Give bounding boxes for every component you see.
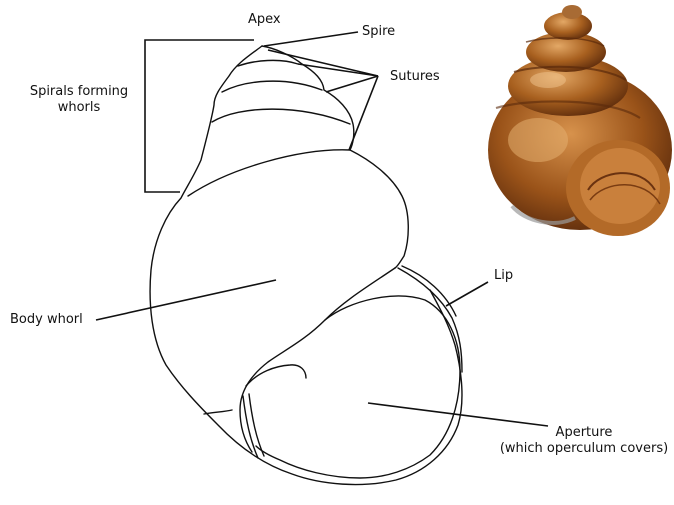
sutures-pointer-1 xyxy=(268,50,378,76)
columella-line-1 xyxy=(246,365,306,386)
label-aperture-line1: Aperture xyxy=(496,425,672,441)
label-lip: Lip xyxy=(494,268,513,284)
label-spire: Spire xyxy=(362,24,395,40)
sutures-pointer-3 xyxy=(326,76,378,92)
photo-apex xyxy=(562,5,582,19)
basal-line xyxy=(204,410,232,414)
pointer-lines xyxy=(96,32,548,426)
suture-4 xyxy=(188,150,350,196)
label-spirals-line1: Spirals forming xyxy=(26,84,132,100)
lip-edge-inner xyxy=(402,266,456,316)
label-spirals-line2: whorls xyxy=(26,100,132,116)
suture-2 xyxy=(222,81,322,92)
aperture-outline xyxy=(256,296,460,478)
spire-pointer xyxy=(264,32,358,46)
shell-drawing xyxy=(150,46,462,485)
suture-3 xyxy=(212,109,350,124)
label-body-whorl: Body whorl xyxy=(10,312,83,328)
whorls-bracket xyxy=(145,40,254,192)
suture-1 xyxy=(238,60,298,66)
lip-pointer xyxy=(446,282,488,306)
sutures-pointer-4 xyxy=(349,76,378,150)
label-spirals-forming-whorls: Spirals forming whorls xyxy=(26,84,132,116)
label-sutures: Sutures xyxy=(390,69,440,85)
label-apex: Apex xyxy=(248,12,281,28)
label-aperture: Aperture (which operculum covers) xyxy=(496,425,672,457)
shell-photo xyxy=(488,5,672,236)
body-whorl-contour xyxy=(240,268,395,452)
label-aperture-line2: (which operculum covers) xyxy=(496,441,672,457)
body-whorl-pointer xyxy=(96,280,276,320)
